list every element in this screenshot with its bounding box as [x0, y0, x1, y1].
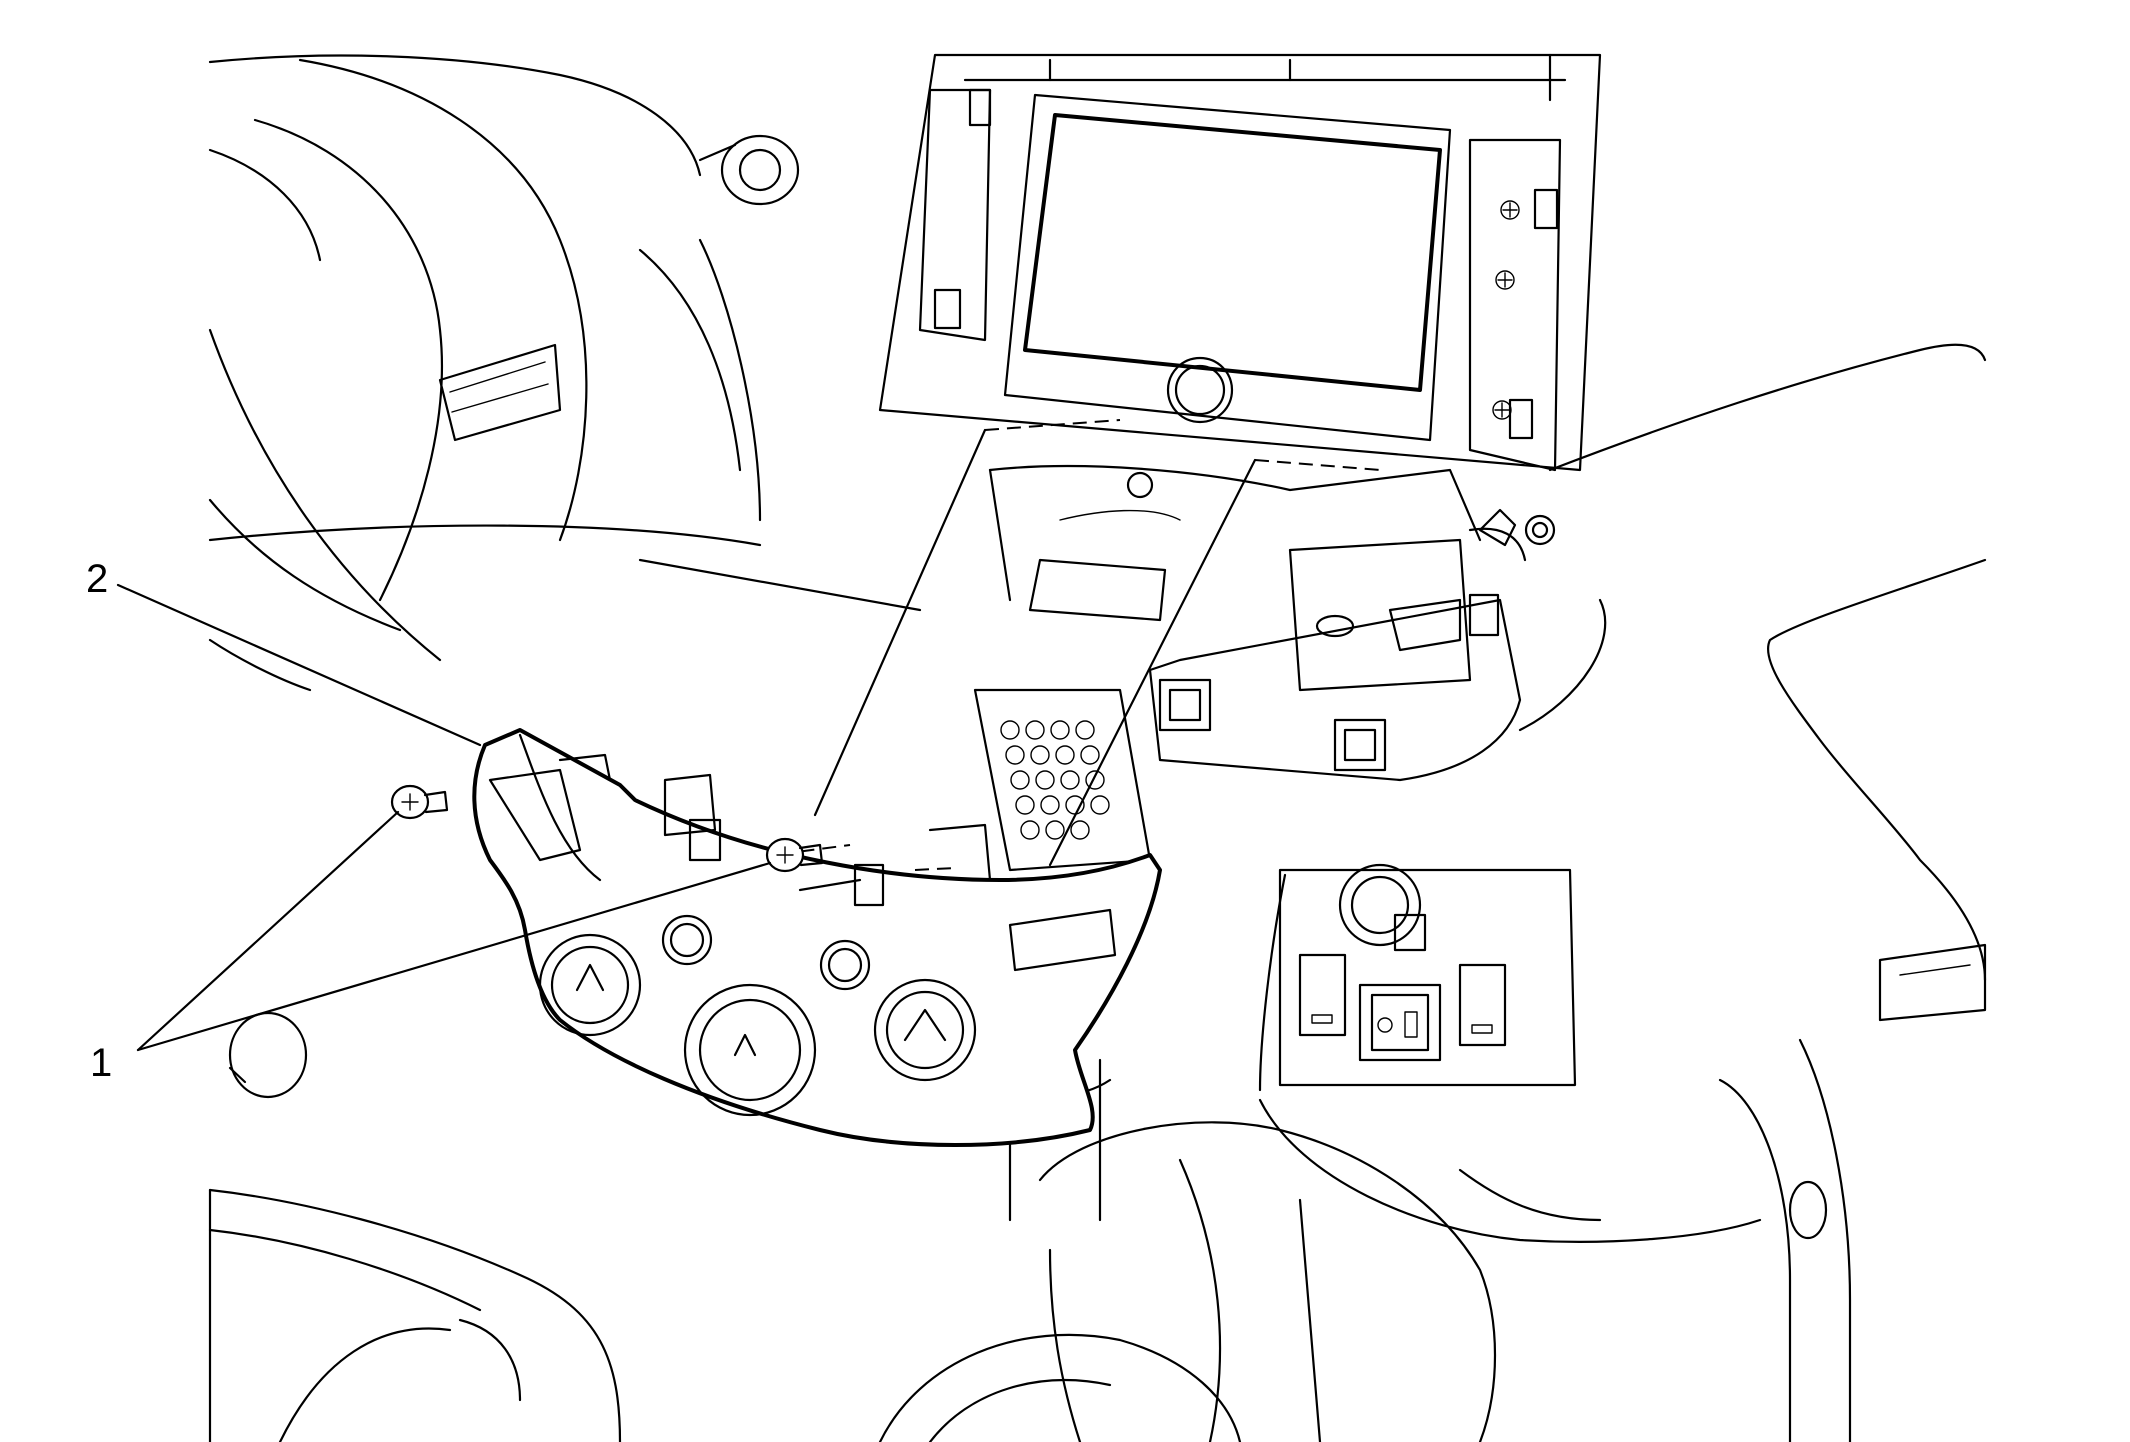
dash-opening [988, 464, 1556, 782]
hvac-control-panel [472, 728, 1162, 1147]
callout-labels: 2 1 [86, 557, 112, 1085]
instrument-panel-right [878, 343, 1987, 1442]
radio-display [878, 53, 1602, 472]
knob-icon [538, 933, 977, 1117]
screw-icon [1492, 200, 1520, 420]
dashboard-background [208, 54, 1152, 1442]
screw-icon [390, 784, 449, 820]
callout-1-label: 1 [90, 1041, 112, 1085]
screw-icon [765, 837, 824, 873]
screw-fasteners [390, 784, 824, 873]
alignment-lines [734, 419, 1381, 871]
vent-grille [1000, 720, 1110, 840]
callout-2-label: 2 [86, 557, 108, 601]
leader-lines [116, 583, 772, 1052]
